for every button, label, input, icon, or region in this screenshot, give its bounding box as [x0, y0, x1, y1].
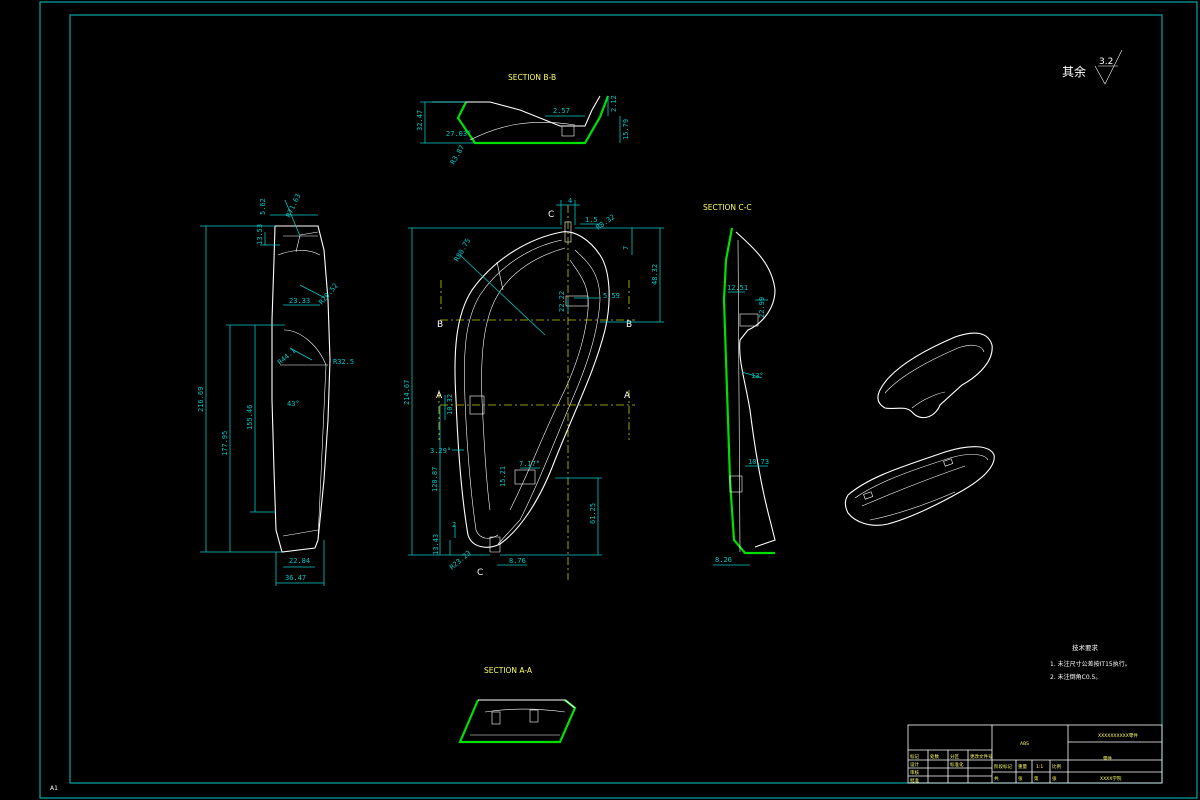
dim-cc-13deg: 13° [751, 372, 764, 380]
section-cc-view: SECTION C-C 12.51 22.99 13° 10.73 8.26 [703, 203, 776, 566]
label-title_block-rows-2: 分区 [950, 753, 959, 760]
roughness-tick-icon [1094, 49, 1123, 85]
dim-bb-2.12: 2.12 [610, 95, 618, 112]
dim-bb-15.79: 15.79 [622, 119, 630, 140]
dim-front-R8.32: R8.32 [595, 213, 617, 232]
notes-line-2: 2. 未注倒角C0.5。 [1050, 673, 1101, 681]
title-material: ABS [1020, 741, 1029, 747]
dim-left-5.62: 5.62 [259, 198, 267, 215]
isometric-view-top [877, 332, 993, 419]
side-view-left: 5.62 R71.63 13.53 R20.52 23.33 R32.5 R44… [197, 193, 354, 586]
label-title_block-rows-17: 张 [1052, 775, 1057, 782]
notes-line-1: 1. 未注尺寸公差按IT15执行。 [1050, 660, 1131, 668]
dim-cc-22.99: 22.99 [758, 297, 766, 318]
title-company: XXXX学院 [1100, 775, 1122, 782]
dim-front-61.25: 61.25 [589, 503, 597, 524]
label-title_block-rows-10: 比例 [1052, 763, 1061, 770]
title-part-name: 零件 [1103, 755, 1112, 762]
dim-left-13.53: 13.53 [256, 224, 264, 245]
outer-frame [39, 1, 1198, 799]
dim-front-15.21: 15.21 [499, 466, 507, 487]
section-bb-view: SECTION B-B 32.47 27.03° 2.57 2.12 15.79… [416, 73, 630, 166]
dim-front-5.59: 5.59 [603, 292, 620, 300]
front-view: C C B B A A 4 1.5 R8.32 R80.75 7 [403, 197, 664, 580]
dim-front-48.32: 48.32 [651, 264, 659, 285]
label-title_block-rows-1: 处数 [930, 753, 939, 760]
technical-notes: 技术要求 1. 未注尺寸公差按IT15执行。 2. 未注倒角C0.5。 [1050, 643, 1131, 681]
label-title_block-rows-11: 审核 [910, 769, 919, 776]
label-title_block-rows-3: 更改文件号 [970, 753, 993, 760]
dim-left-177.95: 177.95 [221, 431, 229, 456]
section-bb-title: SECTION B-B [508, 73, 556, 82]
roughness-symbol: 其余 3.2 [1062, 49, 1123, 85]
cut-label-c-top: C [548, 210, 554, 220]
dim-left-36.47: 36.47 [285, 574, 306, 582]
dim-left-155.46: 155.46 [246, 405, 254, 430]
section-aa-title: SECTION A-A [484, 666, 533, 675]
dim-left-43deg: 43° [287, 400, 300, 408]
label-title_block-rows-16: 第 [1034, 775, 1039, 782]
section-aa-view: SECTION A-A [458, 666, 577, 744]
roughness-value: 3.2 [1099, 57, 1113, 67]
label-title_block-rows-6: 设计 [910, 761, 919, 768]
dim-left-R44.1: R44.1 [276, 347, 297, 367]
cut-label-b-right: B [626, 320, 632, 330]
dim-front-3.29deg: 3.29° [430, 447, 451, 455]
label-title_block-rows-0: 标记 [910, 753, 919, 760]
dim-bb-radius: R3.87 [449, 144, 466, 166]
dim-front-120.87: 120.87 [431, 467, 439, 492]
dim-bb-2.57: 2.57 [553, 107, 570, 115]
dim-left-R32.5: R32.5 [333, 358, 354, 366]
inner-frame [69, 14, 1163, 784]
cut-label-a-right: A [624, 391, 631, 401]
label-title_block-rows-7: 标准化 [950, 761, 964, 768]
section-cc-title: SECTION C-C [703, 203, 752, 212]
label-title_block-rows-13: 批准 [910, 777, 919, 784]
dim-front-R80.75: R80.75 [453, 237, 473, 263]
dim-front-10.32: 10.32 [446, 394, 454, 415]
dim-front-22.22: 22.22 [558, 291, 566, 312]
dim-cc-12.51: 12.51 [727, 284, 748, 292]
dim-front-7: 7 [622, 246, 630, 250]
dim-front-8.76: 8.76 [509, 557, 526, 565]
dim-front-13.43: 13.43 [432, 534, 440, 555]
title-drawing-no: XXXXXXXXXX零件 [1098, 732, 1138, 739]
label-title_block-rows-8: 阶段标记 [994, 763, 1012, 770]
title-scale: 1:1 [1036, 764, 1043, 770]
label-title_block-rows-9: 重量 [1018, 763, 1027, 770]
title-block: XXXXXXXXXX零件 ABS 零件 XXXX学院 1:1 标记 处数 分区 … [907, 724, 1163, 784]
label-title_block-rows-14: 共 [994, 775, 999, 782]
dim-bb-angle: 27.03° [446, 130, 471, 138]
dim-left-22.84: 22.84 [289, 557, 310, 565]
notes-title: 技术要求 [1072, 643, 1099, 652]
dim-front-4: 4 [568, 197, 572, 205]
cut-label-a-left: A [436, 391, 443, 401]
dim-cc-8.26: 8.26 [715, 556, 732, 564]
sheet-size-label: A1 [50, 785, 58, 792]
dim-front-1.5: 1.5 [585, 216, 598, 224]
cut-label-b-left: B [437, 320, 443, 330]
dim-front-7.17deg: 7.17° [519, 460, 540, 468]
roughness-prefix: 其余 [1062, 64, 1086, 79]
dim-front-214.67: 214.67 [403, 380, 411, 405]
label-title_block-rows-15: 张 [1018, 775, 1023, 782]
dim-cc-10.73: 10.73 [748, 458, 769, 466]
isometric-view-bottom [844, 446, 995, 526]
cut-label-c-bottom: C [477, 568, 483, 578]
dim-front-R23.23: R23.23 [448, 549, 473, 571]
dim-bb-height: 32.47 [416, 110, 424, 131]
dim-left-216.69: 216.69 [197, 387, 205, 412]
dim-left-23.33: 23.33 [289, 297, 310, 305]
dim-front-2: 2 [452, 521, 456, 529]
